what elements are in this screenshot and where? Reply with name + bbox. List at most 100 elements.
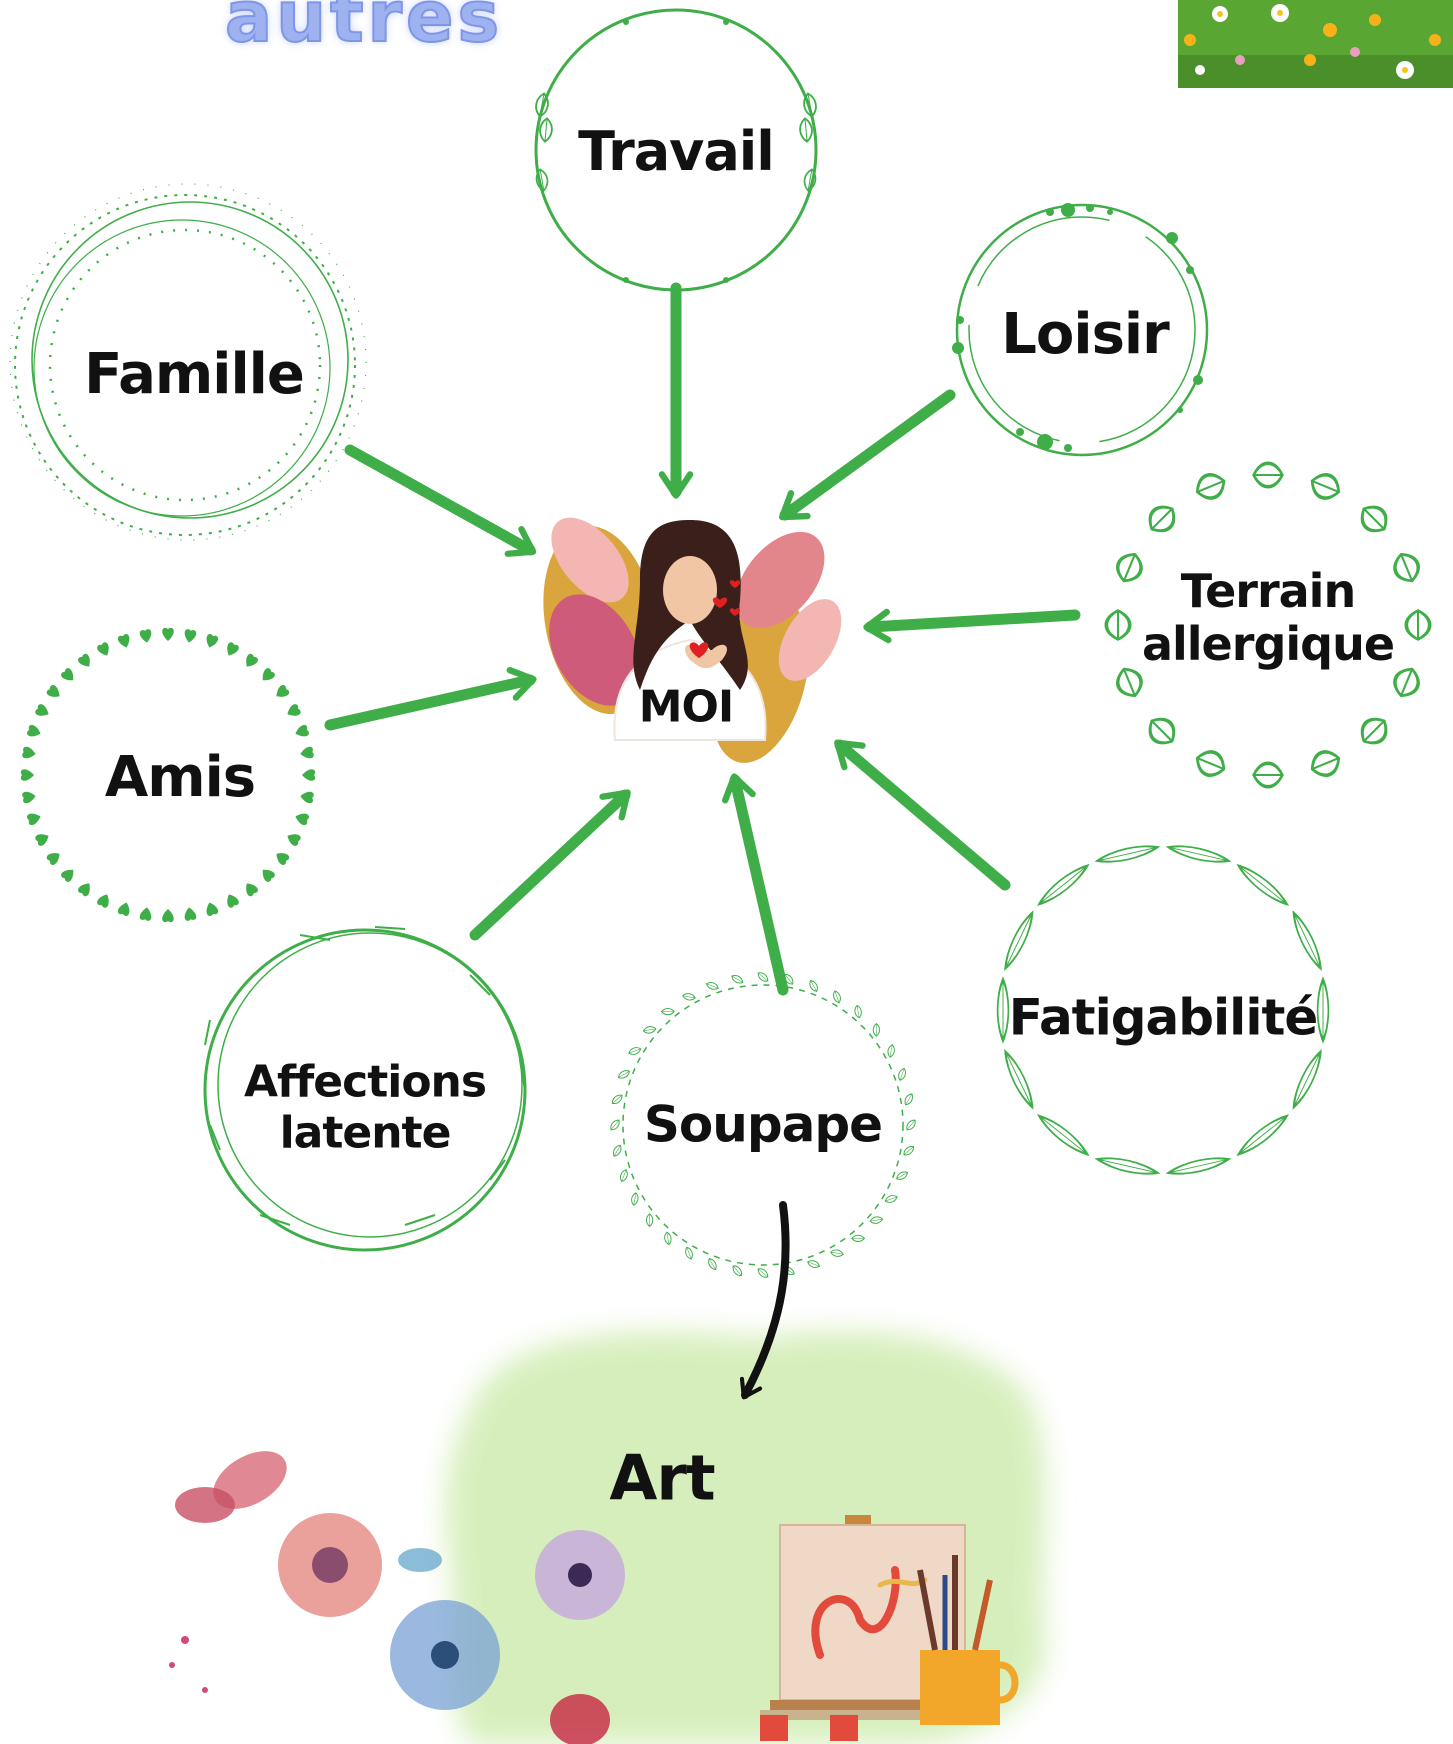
heart-leaf-icon [259,866,276,883]
leaf-icon [1001,911,1037,971]
heart-leaf-icon [77,880,94,897]
heart-leaf-icon [34,703,51,719]
leaf-icon [1143,500,1180,537]
leaf-icon [1308,747,1344,780]
arrow-amis [330,680,530,725]
heart-leaf-icon [117,633,132,649]
heart-leaf-icon [294,811,310,826]
leaf-icon [1036,862,1091,909]
heart-leaf-icon [224,641,240,658]
leaf-icon [628,1046,642,1056]
leaf-icon [903,1092,915,1106]
leaf-icon [808,979,820,993]
heart-leaf-icon [22,790,37,803]
leaf-icon [1113,665,1146,701]
leaf-icon [1168,1154,1230,1178]
leaf-icon [884,1194,898,1204]
leaf-icon [852,1235,865,1241]
heart-leaf-icon [285,831,302,847]
leaf-icon [1254,763,1283,786]
arrow-loisir [785,395,950,515]
leaf-icon [1096,842,1158,866]
heart-leaf-icon [77,653,94,670]
leaf-icon [895,1170,909,1182]
meadow-image [1178,0,1453,88]
heart-leaf-icon [22,746,37,759]
leaf-icon [1356,713,1393,750]
heart-leaf-icon [139,906,152,921]
leaf-icon [1390,665,1423,701]
arrow-famille [350,450,530,550]
leaf-icon [998,979,1009,1040]
leaf-icon [705,981,719,991]
leaf-icon [1254,463,1283,486]
leaf-icon [1096,1154,1158,1178]
leaf-icon [1356,500,1393,537]
leaf-icon [1289,911,1325,971]
leaf-icon [1168,842,1230,866]
leaf-icon [1106,611,1129,640]
heart-leaf-icon [96,892,112,909]
heart-leaf-icon [224,892,240,909]
heart-leaf-icon [302,769,315,781]
heart-leaf-icon [46,684,63,701]
node-art: Art [609,1442,714,1513]
heart-leaf-icon [162,628,174,641]
leaf-icon [631,1192,639,1206]
heart-leaf-icon [294,724,310,739]
leaf-icon [617,1069,631,1081]
arrow-fatigabilite [840,745,1005,885]
node-amis: Amis [105,746,255,810]
node-travail: Travail [578,121,774,183]
leaf-icon [905,1118,918,1132]
leaf-icon [1235,862,1290,909]
leaf-icon [1143,713,1180,750]
node-affections-line2: latente [244,1108,486,1159]
leaf-icon [619,1169,629,1183]
leaf-icon [731,1264,744,1278]
heart-leaf-icon [162,909,174,922]
heart-leaf-icon [259,667,276,684]
node-fatigabilite: Fatigabilité [1009,989,1318,1047]
leaf-icon [870,1216,884,1224]
heart-leaf-icon [285,703,302,719]
heart-leaf-icon [34,831,51,847]
leaf-icon [902,1144,916,1157]
heart-leaf-icon [204,633,219,649]
leaf-icon [1193,470,1229,503]
leaf-icon [662,1008,675,1014]
arrow-soupape [735,780,783,990]
leaf-icon [611,1144,623,1158]
heart-leaf-icon [183,629,196,644]
heart-leaf-icon [139,629,152,644]
leaf-icon [807,1259,821,1269]
leaf-icon [1318,979,1329,1040]
node-affections-line1: Affections [244,1057,486,1108]
heart-leaf-icon [204,901,219,917]
node-famille: Famille [84,343,304,407]
leaf-icon [873,1024,879,1037]
leaf-icon [1001,1050,1037,1110]
heart-leaf-icon [21,769,34,781]
leaf-icon [756,1267,770,1280]
node-terrain-line1: Terrain [1142,565,1394,618]
heart-leaf-icon [117,901,132,917]
node-terrain: Terrain allergique [1142,565,1394,671]
leaf-icon [1235,1112,1290,1159]
leaf-icon [1406,611,1429,640]
leaf-icon [1390,550,1423,586]
leaf-icon [730,973,744,985]
leaf-icon [1289,1050,1325,1110]
heart-leaf-icon [273,849,290,866]
heart-leaf-icon [299,746,314,759]
leaf-icon [684,1246,694,1260]
leaf-icon [897,1067,907,1081]
node-affections: Affections latente [244,1057,486,1158]
leaf-icon [1193,747,1229,780]
leaf-icon [643,1026,657,1034]
leaf-icon [707,1257,719,1271]
arrow-affections [475,795,625,935]
heart-leaf-icon [273,684,290,701]
leaf-icon [854,1005,862,1019]
